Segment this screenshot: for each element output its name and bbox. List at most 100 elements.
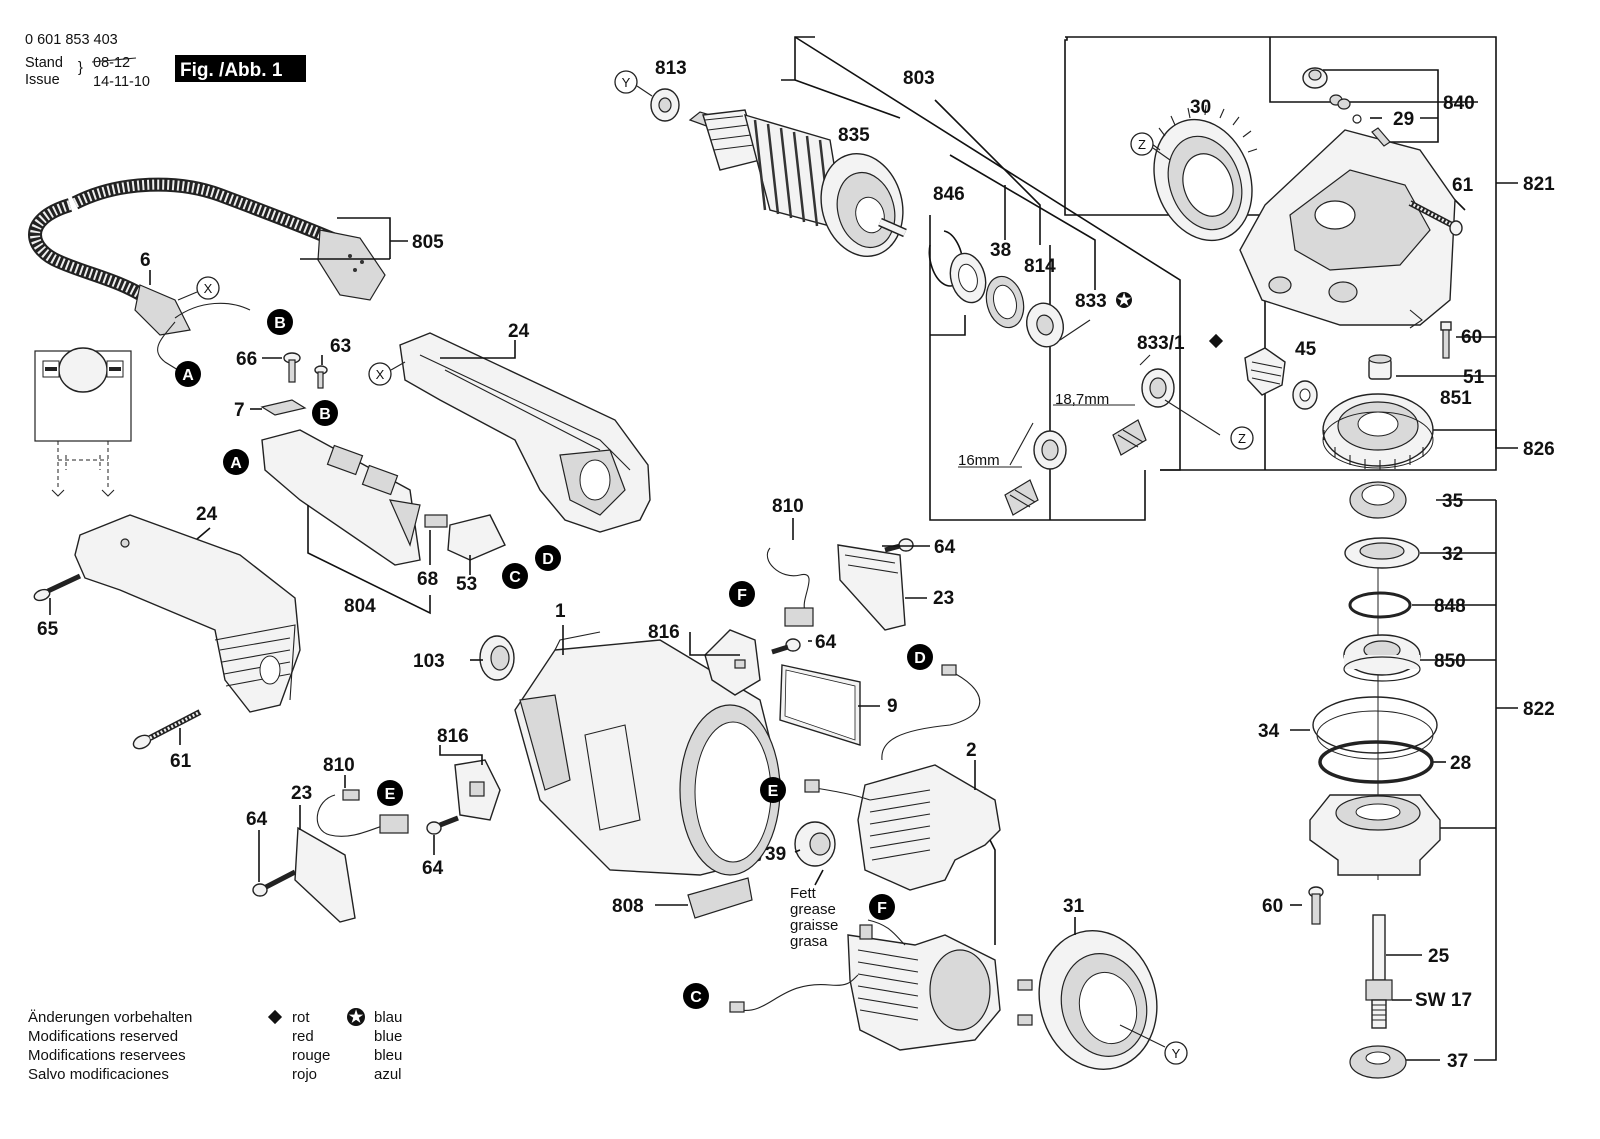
- callout-61-top: 61: [1452, 175, 1474, 196]
- star-blue-glyph: ★: [349, 1009, 364, 1026]
- callout-64-bottom: 64: [422, 858, 444, 879]
- svg-text:C: C: [509, 569, 521, 586]
- sleeve-51: [1368, 354, 1392, 380]
- grease-line-1: Fett: [790, 885, 817, 902]
- power-cord-805: [28, 177, 386, 371]
- callout-38: 38: [990, 240, 1011, 261]
- callout-37: 37: [1447, 1051, 1468, 1072]
- left-parts: [28, 177, 651, 750]
- svg-text:Y: Y: [622, 75, 631, 90]
- callout-826: 826: [1523, 439, 1555, 460]
- switch-assembly-804: [261, 429, 506, 566]
- callout-103: 103: [413, 651, 445, 672]
- callout-24-top: 24: [508, 321, 530, 342]
- svg-text:F: F: [737, 587, 747, 604]
- screw-63: [314, 365, 328, 389]
- callout-61-left: 61: [170, 751, 192, 772]
- svg-text:E: E: [385, 786, 396, 803]
- red-word-4: rojo: [292, 1066, 317, 1083]
- marker-D-switch: D: [535, 545, 561, 571]
- callout-805: 805: [412, 232, 444, 253]
- plate-7: [260, 399, 307, 416]
- issue-label: Issue: [25, 72, 60, 88]
- bushing-103: [479, 635, 515, 681]
- callout-2: 2: [966, 740, 977, 761]
- blue-word-4: azul: [374, 1066, 402, 1083]
- marker-Y-cover: Y: [1164, 1041, 1188, 1065]
- washer-38: [949, 252, 987, 304]
- stand-label: Stand: [25, 55, 63, 71]
- new-date: 14-11-10: [93, 74, 150, 90]
- marker-X-cord: X: [196, 276, 220, 300]
- center-parts: [252, 518, 1158, 1070]
- brush-810a: [766, 547, 814, 627]
- callout-32: 32: [1442, 544, 1463, 565]
- callout-65: 65: [37, 619, 59, 640]
- spindle-column: [1308, 481, 1441, 1079]
- screw-60b: [1308, 886, 1324, 925]
- grease-note: Fett grease graisse grasa: [790, 885, 838, 950]
- callout-848: 848: [1434, 596, 1466, 617]
- callout-60-top: 60: [1461, 327, 1482, 348]
- circlip-848: [1348, 591, 1412, 619]
- bracket-846-outer: [929, 215, 1146, 521]
- diamond-833-1: [1208, 333, 1224, 349]
- bevel-gear-30: [1151, 104, 1258, 242]
- callout-23-bottom: 23: [291, 783, 312, 804]
- brush-810b: [316, 789, 409, 837]
- needle-bearing-38: [985, 275, 1025, 329]
- dimension-text: 18,7mm 16mm SW 17: [958, 391, 1472, 1011]
- svg-text:Z: Z: [1238, 431, 1246, 446]
- header-block: 0 601 853 403 Stand Issue } 08-12 14-11-…: [25, 32, 306, 90]
- armature-835: [688, 109, 907, 257]
- callout-23-top: 23: [933, 588, 954, 609]
- callout-851: 851: [1440, 388, 1472, 409]
- lead-833: [1059, 319, 1091, 341]
- star-glyph-833: ★: [1117, 292, 1132, 309]
- callout-816-top: 816: [648, 622, 680, 643]
- callout-68: 68: [417, 569, 438, 590]
- callout-63: 63: [330, 336, 351, 357]
- label-plate-9: [779, 664, 861, 746]
- modifications-line-1: Änderungen vorbehalten: [28, 1009, 192, 1026]
- callout-846: 846: [933, 184, 965, 205]
- leads-left: [49, 217, 516, 745]
- screw-64d: [426, 815, 459, 835]
- callout-840: 840: [1443, 93, 1475, 114]
- dim-sw17: SW 17: [1415, 990, 1472, 1011]
- ring-gear-851: [1322, 393, 1434, 470]
- marker-E-brush: E: [377, 780, 403, 806]
- bracket-803-mid: [934, 99, 1041, 245]
- wiring-schematic: [34, 347, 132, 497]
- marker-X-handle: X: [368, 362, 392, 386]
- bracket-803-top: [781, 36, 815, 81]
- callout-64-mid: 64: [815, 632, 837, 653]
- callout-9: 9: [887, 696, 898, 717]
- callout-833: 833: [1075, 291, 1107, 312]
- svg-text:E: E: [768, 783, 779, 800]
- spindle-25: [1365, 914, 1393, 1029]
- grease-line-3: graisse: [790, 917, 838, 934]
- callout-814: 814: [1024, 256, 1056, 277]
- callout-labels: 813 803 835 846 38 814 833 833/1 30 29 8…: [37, 58, 1555, 1072]
- field-coil-2: [847, 764, 1001, 1051]
- callout-1: 1: [555, 601, 566, 622]
- callout-45: 45: [1295, 339, 1317, 360]
- grease-line-4: grasa: [790, 933, 828, 950]
- diamond-red-icon: [267, 1009, 283, 1025]
- marker-A-switch: A: [223, 449, 249, 475]
- callout-64-top: 64: [934, 537, 956, 558]
- callout-813: 813: [655, 58, 687, 79]
- callout-34: 34: [1258, 721, 1280, 742]
- screw-60a: [1440, 321, 1452, 359]
- red-word-3: rouge: [292, 1047, 330, 1064]
- marker-Z-gear: Z: [1130, 132, 1154, 156]
- armature-parts: [650, 88, 1221, 516]
- modifications-line-2: Modifications reserved: [28, 1028, 178, 1045]
- callout-35: 35: [1442, 491, 1464, 512]
- star-badge-833: [1116, 292, 1132, 308]
- bearing-flange: [1309, 794, 1441, 876]
- callout-24-left: 24: [196, 504, 218, 525]
- callout-60-bottom: 60: [1262, 896, 1283, 917]
- svg-text:Z: Z: [1138, 137, 1146, 152]
